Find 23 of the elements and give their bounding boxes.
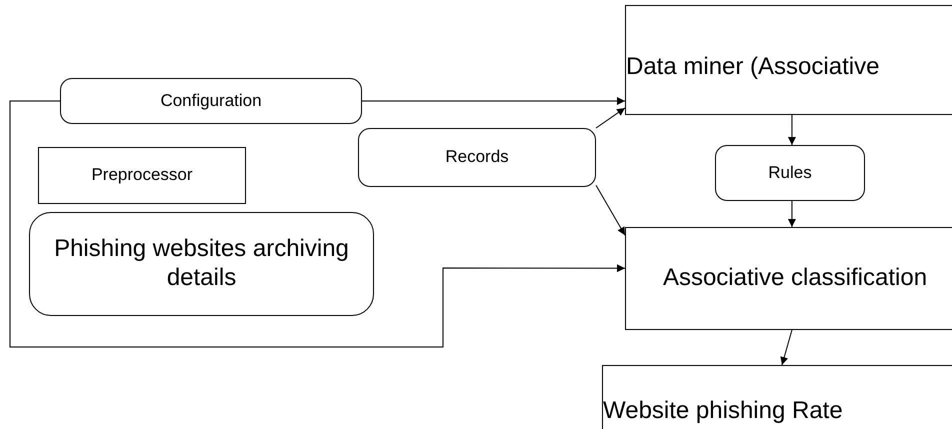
arrow <box>596 184 626 236</box>
process-box <box>38 147 246 204</box>
process-box <box>625 227 952 330</box>
node-label: Phishing websites archiving details <box>53 235 350 293</box>
arrow <box>10 100 626 348</box>
node-label: Configuration <box>160 90 262 112</box>
node-label: Data miner (Associative <box>626 52 880 82</box>
node-label: Rules <box>768 162 812 184</box>
process-box <box>625 5 952 115</box>
process-box <box>602 365 952 429</box>
node-label: Associative classification <box>662 264 928 293</box>
node-label: Records <box>445 147 509 168</box>
process-box <box>60 78 362 124</box>
node-label: Preprocessor <box>91 165 193 186</box>
arrow <box>788 200 796 228</box>
process-box <box>358 128 596 187</box>
arrow <box>362 97 626 106</box>
process-box <box>29 212 374 316</box>
arrow <box>780 330 792 366</box>
node-label: Website phishing Rate <box>603 396 843 426</box>
arrow <box>596 107 626 128</box>
arrow <box>788 114 796 146</box>
process-box <box>715 145 865 201</box>
